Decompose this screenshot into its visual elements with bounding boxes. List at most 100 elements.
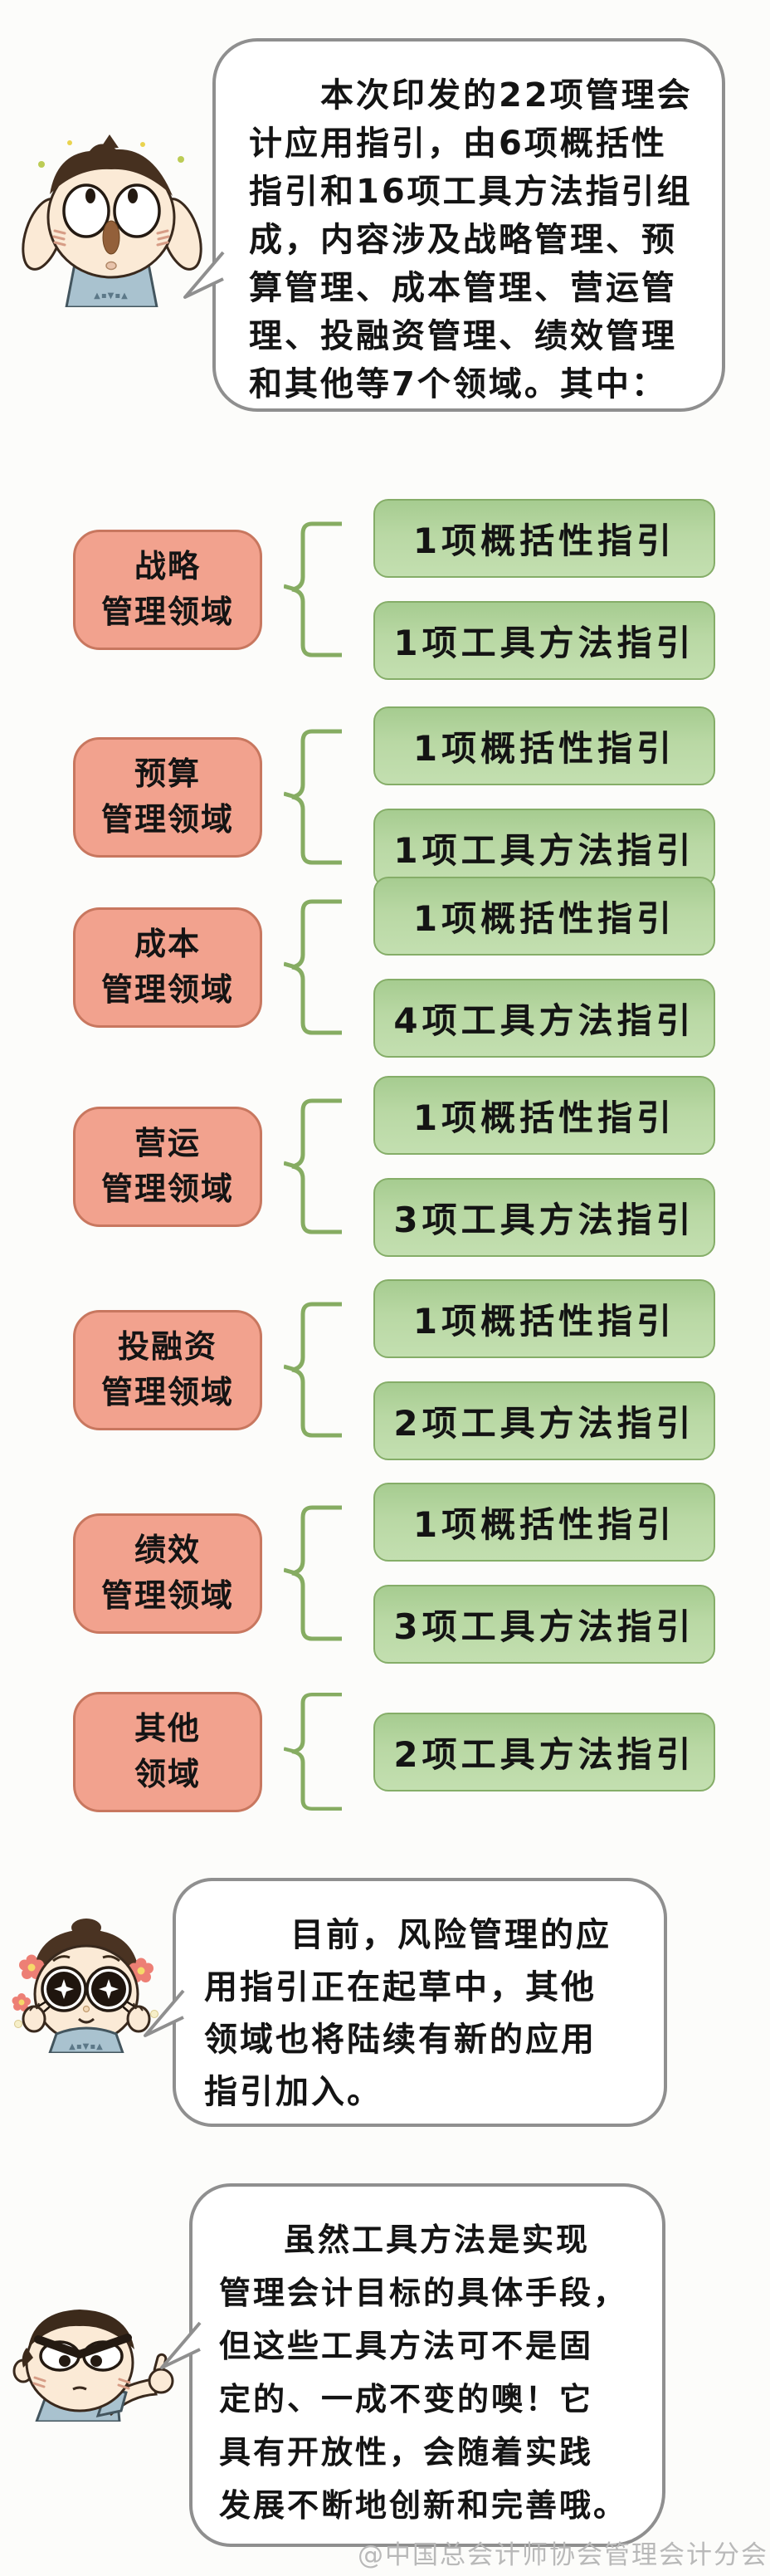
mouth [72, 2386, 87, 2391]
bubble-tail [183, 251, 225, 299]
brace-icon [284, 1505, 342, 1641]
thumbs-up-character-illustration [12, 2310, 174, 2422]
area-box: 投融资 管理领域 [73, 1309, 262, 1430]
area-name-line1: 其他 [134, 1709, 201, 1747]
area-box: 战略 管理领域 [73, 529, 262, 650]
hair [28, 2310, 134, 2349]
risk-line: 目前，风险管理的应 [290, 1916, 612, 1954]
area-box: 营运 管理领域 [73, 1106, 262, 1227]
area-row-investment-financing: 投融资 管理领域 1项概括性指引 2项工具方法指引 [66, 1279, 730, 1460]
nose [102, 220, 120, 255]
blush-marks [52, 229, 170, 247]
item-box: 1项概括性指引 [373, 499, 715, 578]
area-box: 其他 领域 [73, 1691, 262, 1812]
intro-line: 算管理、成本管理、营运管 [249, 269, 677, 307]
area-box: 绩效 管理领域 [73, 1513, 262, 1634]
surprised-character-illustration: ▲▪▼▪▲ [22, 134, 202, 307]
area-name-line1: 成本 [134, 925, 201, 962]
shirt [48, 2026, 124, 2053]
area-name-line2: 管理领域 [100, 1374, 234, 1410]
tools-line: 但这些工具方法可不是固 [219, 2328, 594, 2364]
intro-line: 成，内容涉及战略管理、预 [249, 221, 677, 259]
intro-line: 理、投融资管理、绩效管理 [249, 317, 677, 355]
tools-speech-bubble: 虽然工具方法是实现 管理会计目标的具体手段， 但这些工具方法可不是固 定的、一成… [160, 2183, 665, 2547]
risk-line: 领域也将陆续有新的应用 [204, 2021, 597, 2059]
star-sparkle [99, 1979, 119, 1999]
area-name-line2: 管理领域 [100, 971, 234, 1008]
item-box: 4项工具方法指引 [373, 979, 715, 1058]
left-hand [22, 2005, 46, 2033]
area-row-cost: 成本 管理领域 1项概括性指引 4项工具方法指引 [66, 877, 730, 1058]
item-box: 1项工具方法指引 [373, 809, 715, 887]
risk-speech-bubble: 目前，风险管理的应 用指引正在起草中，其他 领域也将陆续有新的应用 指引加入。 [144, 1878, 667, 2127]
tools-line: 管理会计目标的具体手段， [219, 2275, 628, 2311]
item-box: 1项概括性指引 [373, 877, 715, 956]
item-box: 1项概括性指引 [373, 1076, 715, 1155]
area-name-line1: 投融资 [117, 1327, 217, 1365]
item-box: 2项工具方法指引 [373, 1381, 715, 1460]
item-stack: 1项概括性指引 1项工具方法指引 [373, 499, 715, 680]
risk-line: 指引加入。 [204, 2073, 383, 2111]
area-name-line2: 管理领域 [100, 801, 234, 838]
item-stack: 1项概括性指引 3项工具方法指引 [373, 1483, 715, 1664]
area-name-line1: 战略 [134, 547, 201, 584]
bubble-tail [144, 1989, 185, 2037]
fist [148, 2368, 174, 2394]
brace-icon [284, 1098, 342, 1234]
area-box: 成本 管理领域 [73, 907, 262, 1028]
item-stack: 1项概括性指引 3项工具方法指引 [373, 1076, 715, 1257]
item-box: 1项工具方法指引 [373, 601, 715, 680]
shirt-label: ▲▪▼▪▲ [69, 2042, 104, 2051]
item-stack: 1项概括性指引 4项工具方法指引 [373, 877, 715, 1058]
bubble-tail [160, 2321, 202, 2369]
area-name-line2: 管理领域 [100, 1577, 234, 1614]
area-row-operations: 营运 管理领域 1项概括性指引 3项工具方法指引 [66, 1076, 730, 1257]
tools-line: 具有开放性，会随着实践 [219, 2434, 594, 2471]
area-name-line1: 绩效 [134, 1531, 201, 1568]
brace-icon [284, 899, 342, 1035]
area-row-budget: 预算 管理领域 1项概括性指引 1项工具方法指引 [66, 706, 730, 887]
brows [52, 1955, 120, 1963]
area-name-line2: 管理领域 [100, 1171, 234, 1207]
item-box: 1项概括性指引 [373, 1483, 715, 1562]
area-row-other: 其他 领域 2项工具方法指引 [66, 1690, 730, 1813]
intro-line: 计应用指引，由6项概括性 [249, 125, 667, 163]
item-box: 2项工具方法指引 [373, 1712, 715, 1791]
risk-line: 用指引正在起草中，其他 [204, 1968, 597, 2007]
tools-line: 发展不断地创新和完善哦。 [219, 2487, 628, 2524]
area-name-line2: 管理领域 [100, 594, 234, 630]
intro-line: 和其他等7个领域。其中： [249, 365, 667, 403]
item-box: 3项工具方法指引 [373, 1178, 715, 1257]
angry-brows [34, 2334, 132, 2358]
right-eye [113, 183, 161, 238]
hair [50, 144, 173, 196]
intro-speech-bubble: 本次印发的22项管理会 计应用指引，由6项概括性 指引和16项工具方法指引组 成… [183, 38, 725, 412]
area-name-line1: 预算 [134, 755, 201, 792]
area-row-performance: 绩效 管理领域 1项概括性指引 3项工具方法指引 [66, 1483, 730, 1664]
mouth [78, 2017, 95, 2024]
area-name-line1: 营运 [134, 1124, 201, 1161]
nose [82, 2005, 90, 2013]
shirt-label: ▲▪▼▪▲ [94, 291, 129, 301]
area-row-strategy: 战略 管理领域 1项概括性指引 1项工具方法指引 [66, 499, 730, 680]
item-box: 1项概括性指引 [373, 706, 715, 785]
left-eye [62, 183, 110, 238]
tools-line: 定的、一成不变的噢！它 [219, 2381, 594, 2417]
brace-icon [284, 1693, 342, 1811]
item-stack: 1项概括性指引 1项工具方法指引 [373, 706, 715, 887]
brace-icon [284, 1302, 342, 1438]
starry-eyed-character-illustration: ▲▪▼▪▲ [12, 1919, 158, 2053]
flower-left [19, 1954, 44, 1979]
star-sparkle [54, 1979, 74, 1999]
flower-small [12, 1993, 31, 2011]
item-box: 1项概括性指引 [373, 1279, 715, 1358]
brace-icon [284, 729, 342, 865]
mouth [105, 261, 117, 271]
item-stack: 2项工具方法指引 [373, 1712, 715, 1791]
blush-marks [32, 2376, 131, 2390]
watermark: @中国总会计师协会管理会计分会 [358, 2540, 768, 2570]
area-name-line2: 领域 [134, 1756, 201, 1792]
brace-icon [284, 521, 342, 657]
intro-line: 指引和16项工具方法指引组 [249, 173, 693, 211]
